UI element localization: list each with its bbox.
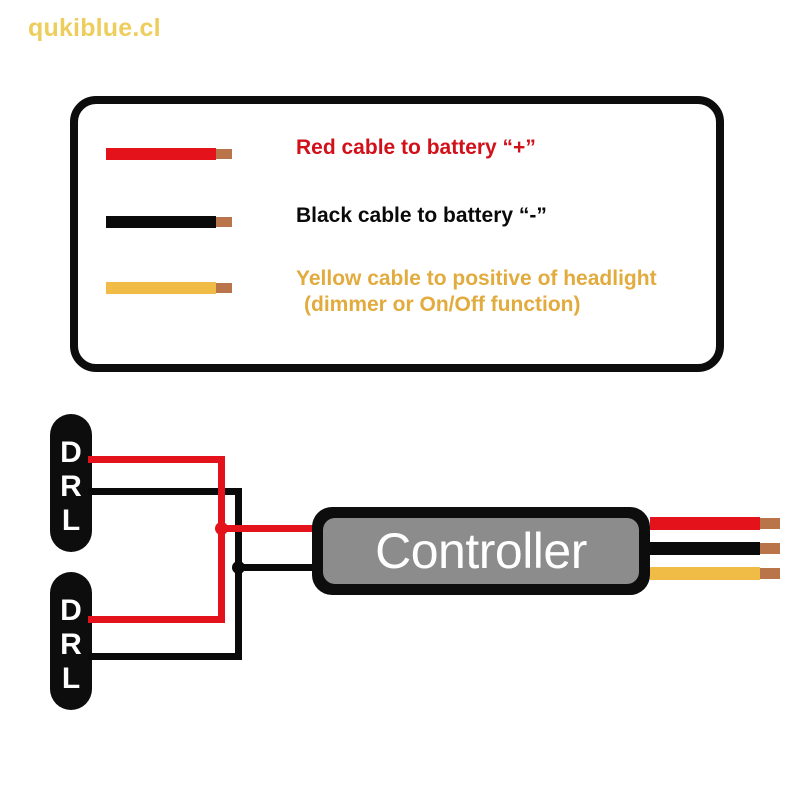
drl-letter: R [60,470,82,503]
wire-copper-tip-icon [216,283,232,293]
controller-faceplate: Controller [323,518,639,584]
legend-label-yellow-line2: (dimmer or On/Off function) [304,293,581,316]
wire-black-bottom-lead [88,653,242,660]
wire-body [106,282,216,294]
drl-letter: D [60,436,82,469]
wire-body [650,567,760,580]
wire-red-vertical-bus [218,456,225,623]
wire-copper-tip-icon [760,568,780,579]
wire-black-vertical-bus [235,488,242,660]
drl-module-top[interactable]: D R L [50,414,92,552]
wire-body [106,216,216,228]
wire-copper-tip-icon [216,217,232,227]
wire-black-top-lead [88,488,242,495]
watermark-text: qukiblue.cl [28,14,161,42]
controller-label: Controller [375,523,587,579]
junction-dot-black [232,561,245,574]
legend-panel: Red cable to battery “+” Black cable to … [70,96,724,372]
wire-copper-tip-icon [760,543,780,554]
legend-label-yellow-line1: Yellow cable to positive of headlight [296,267,657,290]
legend-label-yellow: Yellow cable to positive of headlight (d… [296,266,657,318]
wire-red-bottom-lead [88,616,225,623]
legend-label-black: Black cable to battery “-” [296,204,547,227]
wire-red-top-lead [88,456,225,463]
controller-module[interactable]: Controller [312,507,650,595]
wire-body [106,148,216,160]
wire-copper-tip-icon [760,518,780,529]
wire-red-to-controller [218,525,317,532]
junction-dot-red [215,522,228,535]
wire-black-to-controller [235,564,317,571]
drl-letter: L [61,662,81,695]
drl-letter: D [60,594,82,627]
legend-label-red: Red cable to battery “+” [296,136,536,159]
drl-letter: L [61,504,81,537]
drl-module-bottom[interactable]: D R L [50,572,92,710]
wire-body [650,517,760,530]
wire-copper-tip-icon [216,149,232,159]
wire-body [650,542,760,555]
drl-letter: R [60,628,82,661]
